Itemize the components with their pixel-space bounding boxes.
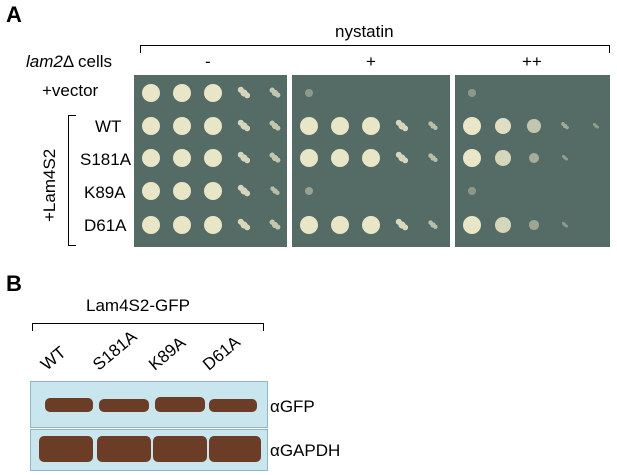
colony-spot [560, 121, 570, 131]
colony-spot [468, 89, 476, 97]
construct-label: Lam4S2-GFP [86, 296, 190, 315]
blot-gapdh [30, 429, 268, 471]
colony-spot [236, 183, 252, 199]
colony-spot [331, 117, 349, 135]
colony-spot [142, 84, 160, 102]
colony-spot [142, 216, 160, 234]
vector-row-label: +vector [42, 81, 99, 100]
colony-spot [560, 153, 570, 163]
treatment-label: nystatin [335, 22, 394, 41]
row-label-k89a: K89A [84, 183, 126, 202]
colony-spot [173, 149, 191, 167]
colony-spot [394, 150, 410, 166]
lane-label-wt: WT [37, 342, 70, 375]
colony-spot [268, 218, 282, 232]
colony-spot [592, 122, 600, 130]
colony-spot [300, 216, 318, 234]
colony-spot [236, 85, 252, 101]
colony-spot [393, 216, 411, 234]
colony-spot [394, 118, 410, 134]
colony-spot [142, 117, 160, 135]
lane-label-s181a: S181A [89, 326, 141, 375]
strain-label: lam2Δ cells [26, 52, 113, 71]
colony-spot [173, 182, 191, 200]
colony-spot [268, 151, 282, 165]
construct-bracket [32, 323, 264, 324]
colony-spot [362, 117, 380, 135]
colony-spot [142, 182, 160, 200]
row-label-s181a: S181A [80, 150, 132, 169]
colony-spot [463, 216, 481, 234]
lane-label-k89a: K89A [145, 332, 190, 375]
row-label-d61a: D61A [84, 216, 127, 235]
condition-label-double-plus: ++ [522, 52, 542, 71]
colony-spot [204, 84, 222, 102]
colony-spot [236, 150, 252, 166]
group-bracket [68, 115, 69, 245]
colony-spot [268, 86, 282, 100]
blot-label-gapdh: αGAPDH [270, 441, 341, 460]
colony-spot [268, 184, 282, 198]
colony-spot [236, 118, 252, 134]
lane-label-d61a: D61A [199, 332, 244, 375]
colony-spot [268, 119, 282, 133]
colony-spot [331, 216, 349, 234]
panel-b-letter: B [6, 271, 22, 296]
colony-spot [362, 149, 380, 167]
colony-spot [300, 149, 318, 167]
colony-spot [426, 151, 440, 165]
panel-a-letter: A [6, 2, 22, 27]
colony-spot [463, 117, 481, 135]
colony-spot [426, 119, 440, 133]
colony-spot [561, 221, 569, 229]
condition-label-plus: + [366, 52, 376, 71]
colony-spot [204, 117, 222, 135]
colony-spot [300, 117, 318, 135]
colony-spot [362, 216, 380, 234]
colony-spot [331, 149, 349, 167]
colony-spot [204, 216, 222, 234]
colony-spot [304, 186, 314, 196]
colony-spot [173, 216, 191, 234]
colony-spot [495, 150, 511, 166]
colony-spot [495, 217, 511, 233]
blot-label-gfp: αGFP [270, 397, 315, 416]
blot-gfp [30, 381, 268, 428]
treatment-bracket [140, 45, 610, 46]
colony-spot [173, 117, 191, 135]
colony-spot [528, 152, 540, 164]
colony-spot [236, 217, 252, 233]
row-label-wt: WT [95, 117, 122, 136]
colony-spot [204, 182, 222, 200]
colony-spot [173, 84, 191, 102]
colony-spot [463, 149, 481, 167]
colony-spot [468, 187, 476, 195]
colony-spot [529, 220, 539, 230]
condition-label-none: - [205, 52, 211, 71]
group-label: +Lam4S2 [40, 148, 59, 222]
colony-spot [142, 149, 160, 167]
colony-spot [527, 119, 541, 133]
colony-spot [305, 89, 313, 97]
colony-spot [494, 117, 512, 135]
colony-spot [204, 149, 222, 167]
colony-spot [426, 218, 440, 232]
